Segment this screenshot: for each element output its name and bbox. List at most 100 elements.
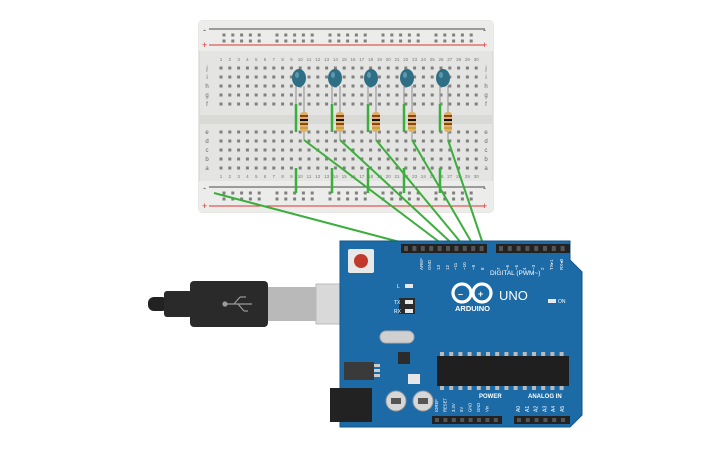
digital-header-label: DIGITAL (PWM~) (490, 270, 540, 277)
row-letter-right: a (484, 166, 488, 172)
breadboard-hole (316, 139, 320, 143)
led[interactable] (292, 69, 306, 87)
breadboard[interactable]: - - + + - - + + 112233445566778899101011… (198, 20, 494, 213)
wire-signal[interactable] (375, 139, 468, 251)
power-header[interactable] (432, 416, 502, 424)
voltage-regulator (344, 362, 374, 380)
breadboard-hole (342, 102, 346, 106)
small-component-1 (408, 374, 420, 384)
breadboard-hole (289, 130, 293, 134)
power-pin-label: IOREF (434, 399, 439, 412)
dc-power-jack[interactable] (330, 388, 372, 422)
rail-hole (275, 39, 279, 43)
wire-signal[interactable] (339, 139, 460, 251)
row-letter-left: i (206, 75, 207, 81)
digital-pin-label: ~3 (531, 264, 536, 270)
breadboard-hole (474, 75, 478, 79)
small-chip (398, 352, 410, 364)
rail-hole (469, 197, 473, 201)
breadboard-hole (395, 157, 399, 161)
header-hole (479, 246, 484, 251)
breadboard-hole (237, 157, 241, 161)
rail-hole (434, 191, 438, 195)
breadboard-hole (219, 75, 223, 79)
breadboard-hole (413, 148, 417, 152)
header-hole (525, 418, 530, 422)
breadboard-hole (386, 148, 390, 152)
breadboard-hole (333, 157, 337, 161)
rail-hole (257, 191, 261, 195)
breadboard-hole (395, 130, 399, 134)
rail-hole (248, 33, 252, 37)
digital-header-left[interactable] (401, 244, 487, 253)
breadboard-hole (369, 66, 373, 70)
led[interactable] (364, 69, 378, 87)
breadboard-hole (272, 139, 276, 143)
breadboard-hole (325, 148, 329, 152)
resistor-band (300, 123, 308, 125)
breadboard-hole (316, 75, 320, 79)
header-hole (516, 246, 521, 251)
chip-leg (495, 386, 500, 390)
breadboard-hole (360, 75, 364, 79)
usb-connector-metal (268, 287, 318, 321)
rail-hole (301, 39, 305, 43)
breadboard-hole (289, 93, 293, 97)
breadboard-hole (333, 93, 337, 97)
led[interactable] (436, 69, 450, 87)
led[interactable] (400, 69, 414, 87)
header-hole (561, 418, 565, 422)
rail-hole (301, 191, 305, 195)
rail-hole (443, 197, 447, 201)
breadboard-hole (439, 66, 443, 70)
breadboard-hole (351, 157, 355, 161)
chip-leg (486, 386, 490, 390)
breadboard-hole (465, 130, 469, 134)
regulator-pin-3 (374, 374, 380, 377)
row-letter-right: b (484, 157, 488, 163)
rail-hole (416, 39, 420, 43)
wire-signal[interactable] (411, 139, 477, 251)
column-number-bottom: 29 (465, 174, 471, 179)
chip-leg (458, 386, 463, 390)
led[interactable] (328, 69, 342, 87)
header-hole (443, 418, 448, 422)
rail-plus-bottom-left: + (202, 201, 207, 211)
column-number-top: 27 (447, 57, 453, 62)
column-number-bottom: 10 (298, 174, 304, 179)
digital-pin-label: RX◂0 (559, 258, 564, 270)
row-letter-left: b (205, 157, 209, 163)
column-number-top: 18 (368, 57, 374, 62)
wire-signal[interactable] (447, 139, 486, 251)
breadboard-hole (245, 139, 249, 143)
crystal-oscillator (379, 330, 415, 344)
breadboard-hole (281, 157, 285, 161)
rail-hole (310, 197, 314, 201)
breadboard-hole (421, 139, 425, 143)
rail-hole (363, 33, 367, 37)
analog-header[interactable] (514, 416, 570, 424)
header-hole (451, 418, 456, 422)
digital-header-right[interactable] (496, 244, 570, 253)
column-number-top: 3 (237, 57, 240, 62)
breadboard-hole (360, 93, 364, 97)
breadboard-hole (474, 130, 478, 134)
rail-hole (354, 197, 358, 201)
rail-hole (452, 191, 456, 195)
chip-leg (550, 386, 555, 390)
breadboard-hole (333, 148, 337, 152)
breadboard-hole (439, 93, 443, 97)
column-number-bottom: 17 (359, 174, 365, 179)
usb-cable-end (148, 297, 168, 311)
column-number-bottom: 9 (290, 174, 293, 179)
reset-button[interactable] (354, 254, 368, 268)
power-pin-label: GND (476, 403, 481, 412)
components (292, 69, 452, 193)
wire-signal[interactable] (303, 139, 451, 251)
breadboard-hole (342, 84, 346, 88)
rail-hole (416, 191, 420, 195)
chip-leg (504, 352, 509, 356)
rail-hole (354, 33, 358, 37)
breadboard-hole (369, 157, 373, 161)
